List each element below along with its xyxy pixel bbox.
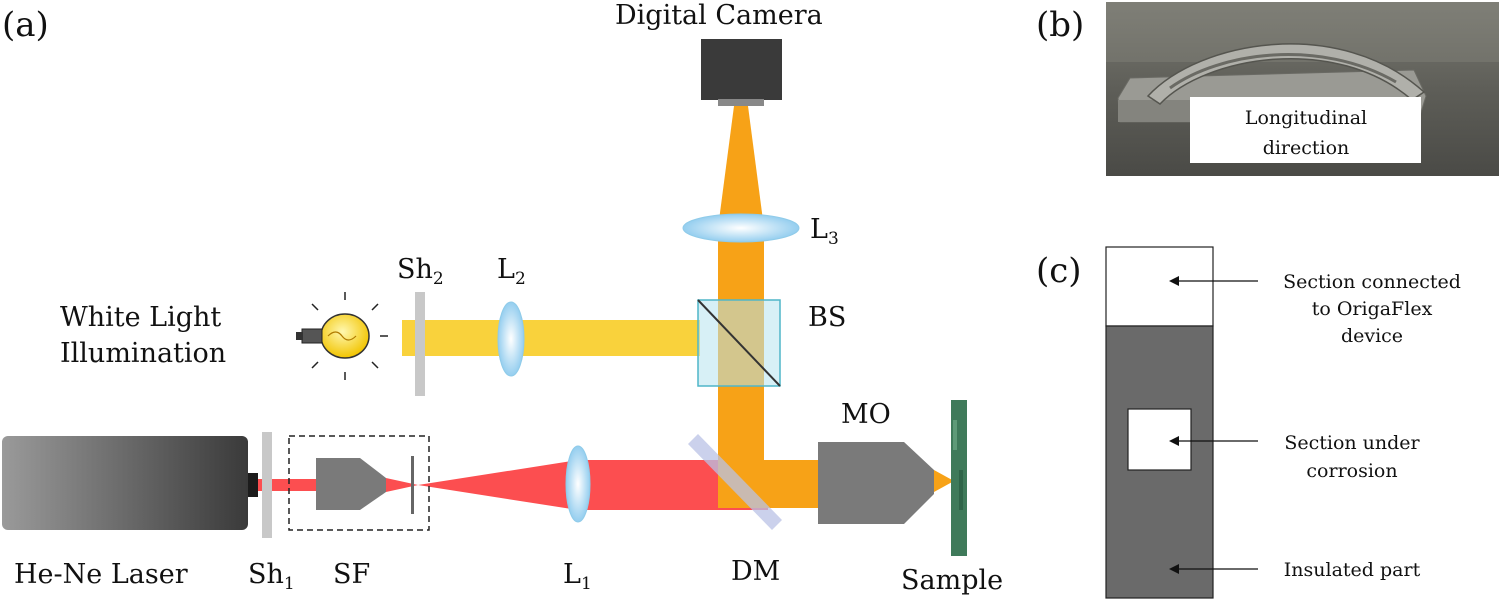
- laser-body: [2, 436, 248, 530]
- panel-label-a: (a): [2, 5, 49, 45]
- lens-l2: [497, 301, 525, 377]
- spatial-filter-box: [288, 435, 430, 531]
- corrosion-label-2: corrosion: [1306, 460, 1397, 482]
- connected-label-2: to OrigaFlex: [1312, 298, 1433, 320]
- sh2-label: Sh2: [397, 254, 444, 289]
- section-connected-rect: [1105, 246, 1214, 327]
- laser-aperture: [248, 473, 258, 497]
- panel-label-c: (c): [1036, 251, 1082, 291]
- arrow-insulated: [1169, 564, 1258, 574]
- sample-texture-2: [959, 470, 963, 510]
- lens-l1: [565, 445, 591, 523]
- l2-label: L2: [497, 254, 526, 289]
- combined-beam-to-camera: [718, 106, 764, 228]
- connected-label-3: device: [1341, 325, 1403, 347]
- panel-label-b: (b): [1036, 5, 1084, 45]
- corrosion-label-1: Section under: [1284, 432, 1420, 454]
- microscope-objective: [818, 442, 934, 524]
- digital-camera: [701, 39, 782, 100]
- camera-label: Digital Camera: [615, 0, 823, 31]
- spatial-filter-cone: [386, 478, 418, 492]
- lens-l3: [682, 213, 800, 243]
- laser-beam-thin: [258, 479, 316, 491]
- laser-label: He-Ne Laser: [14, 559, 188, 590]
- sample-texture: [953, 420, 957, 450]
- insulated-label: Insulated part: [1284, 559, 1421, 581]
- sample-label: Sample: [901, 565, 1003, 596]
- photo-label-2: direction: [1263, 137, 1350, 159]
- dm-label: DM: [731, 556, 780, 587]
- photo-label-box: [1190, 97, 1421, 163]
- white-light-label-1: White Light: [60, 302, 221, 333]
- laser-beam-cone: [418, 460, 578, 510]
- l1-label: L1: [563, 559, 592, 594]
- l3-label: L3: [810, 214, 839, 249]
- photo-label-1: Longitudinal: [1245, 107, 1367, 129]
- shutter-sh2: [415, 292, 425, 396]
- spatial-filter-objective: [316, 458, 386, 510]
- beam-splitter-diagonal: [697, 299, 781, 387]
- section-corrosion-rect: [1127, 408, 1192, 471]
- sh1-label: Sh1: [248, 559, 295, 594]
- pinhole: [411, 456, 414, 514]
- sf-label: SF: [333, 559, 370, 590]
- arrow-connected: [1169, 276, 1258, 286]
- shutter-sh1: [262, 432, 272, 538]
- mo-label: MO: [841, 399, 891, 430]
- dichroic-mirror: [688, 434, 782, 530]
- focus-spot: [934, 470, 954, 492]
- connected-label-1: Section connected: [1283, 271, 1461, 293]
- bs-label: BS: [808, 302, 846, 333]
- white-light-beam: [402, 320, 700, 356]
- arrow-corrosion: [1169, 436, 1258, 446]
- white-light-label-2: Illumination: [60, 338, 226, 369]
- camera-lens-mount: [718, 99, 764, 106]
- lightbulb-icon: [296, 292, 388, 380]
